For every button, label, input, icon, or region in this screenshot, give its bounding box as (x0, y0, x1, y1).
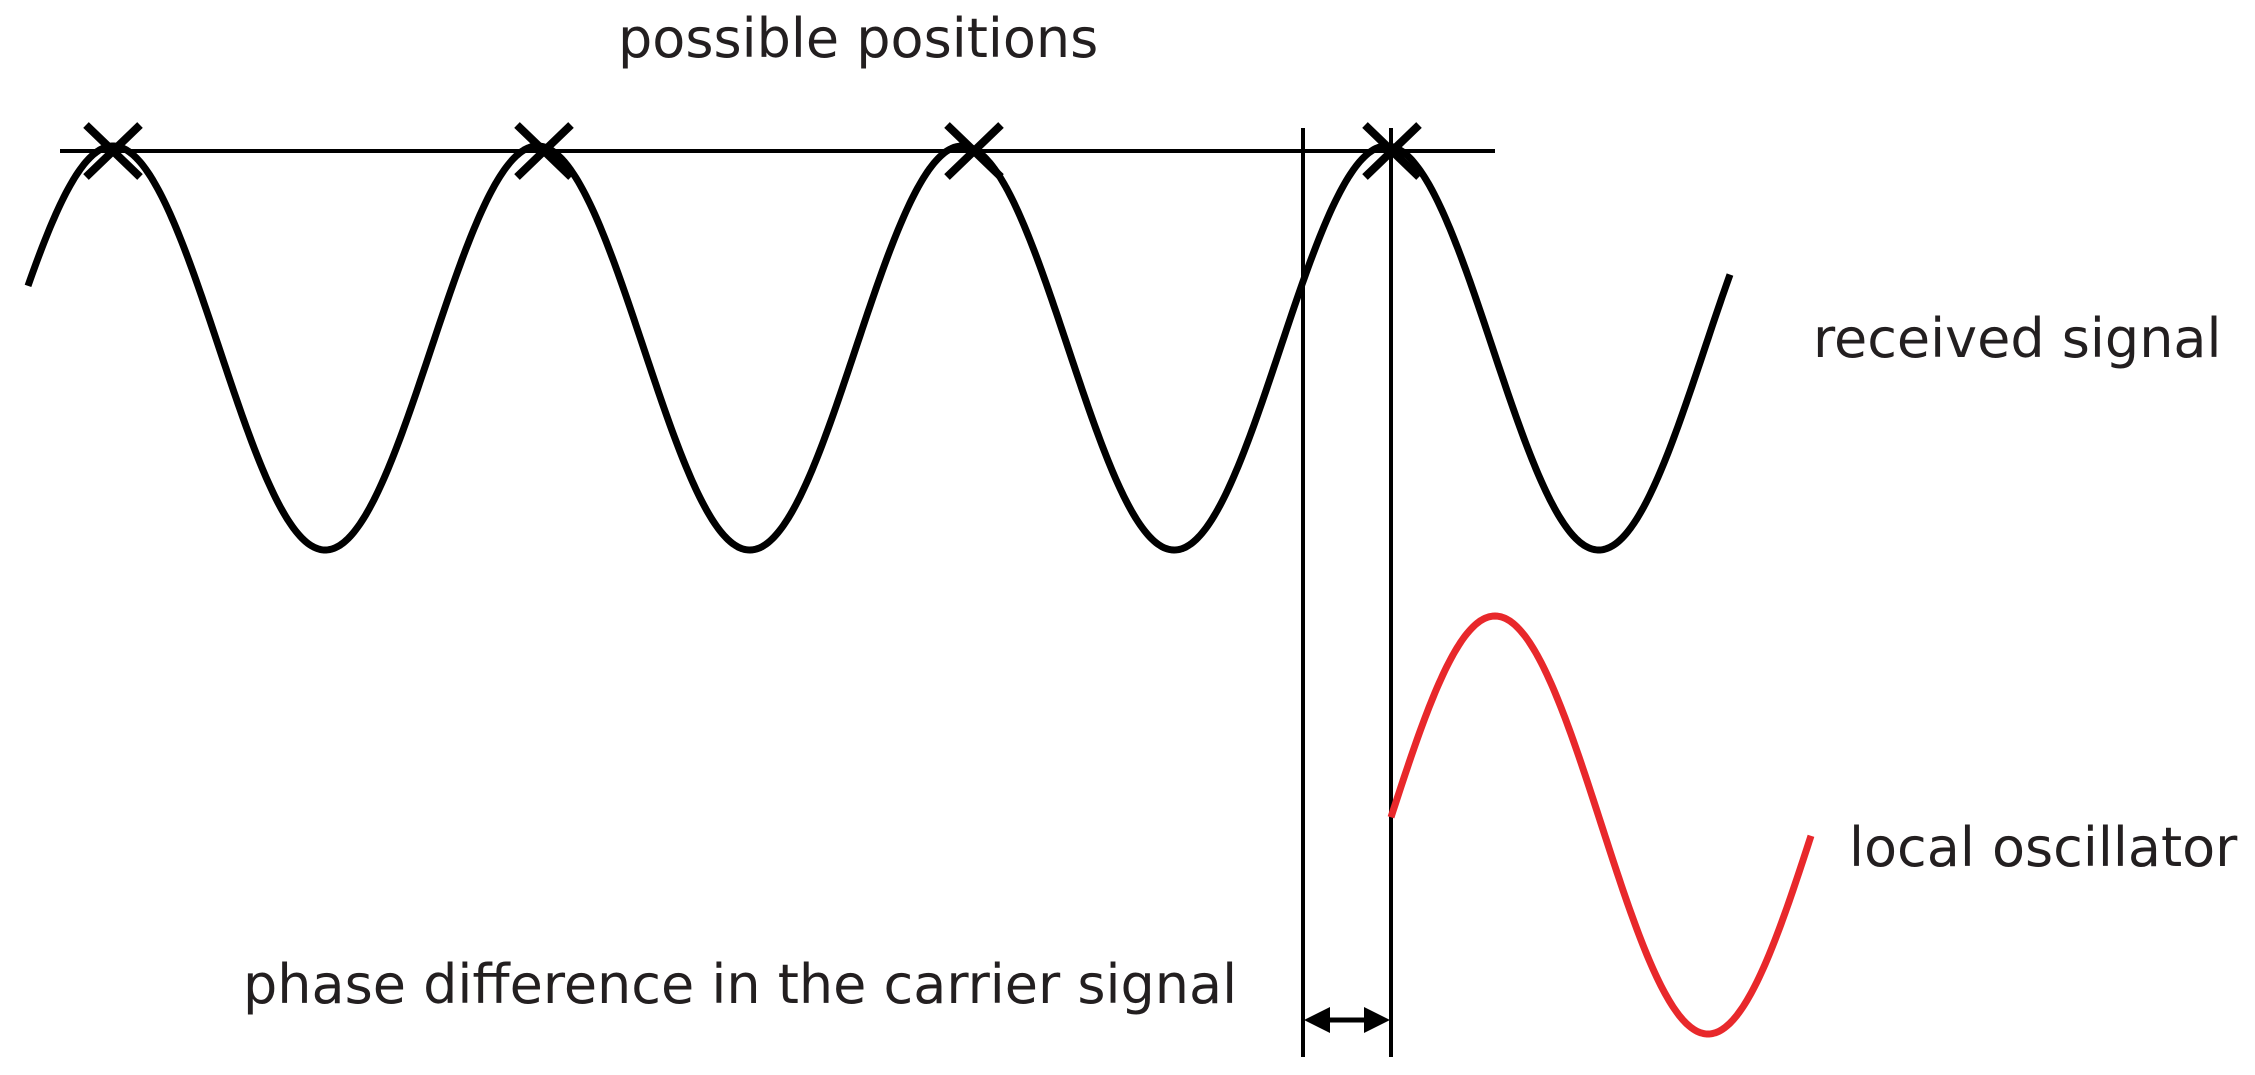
possible-position-marker (83, 122, 143, 180)
phase-difference-label: phase difference in the carrier signal (243, 953, 1237, 1016)
local-oscillator-label: local oscillator (1849, 816, 2238, 879)
local-oscillator-wave (1387, 612, 1815, 1038)
possible-position-marker (514, 122, 574, 180)
received-signal-label: received signal (1813, 307, 2222, 370)
possible-position-marker (1362, 122, 1422, 180)
possible-positions-label: possible positions (618, 7, 1098, 70)
received-signal-wave (24, 142, 1734, 554)
double-headed-arrow-icon (1304, 1007, 1390, 1033)
possible-position-marker (944, 122, 1004, 180)
